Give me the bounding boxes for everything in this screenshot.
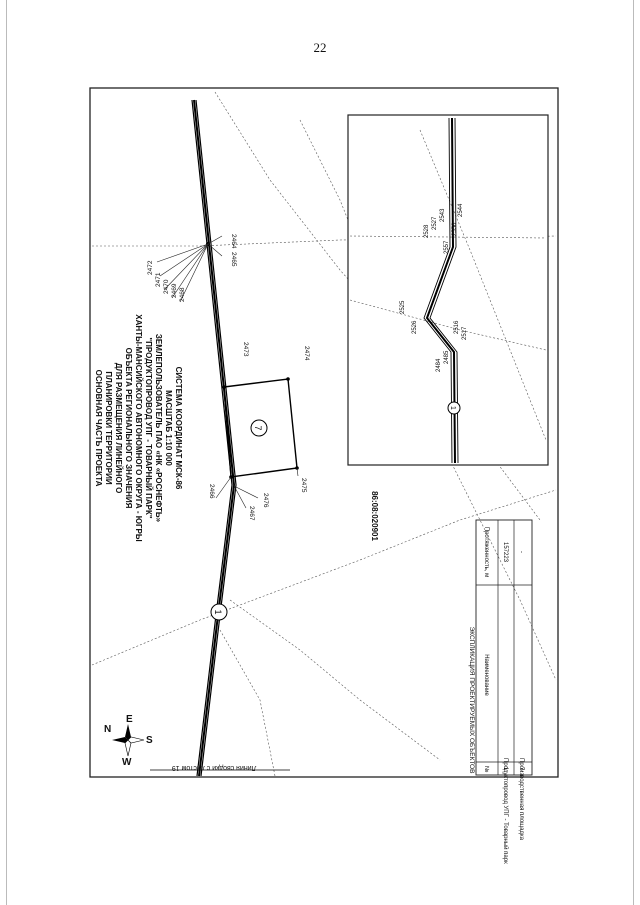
point-label: 2544 <box>458 203 464 217</box>
legend-header-length: Протяженность, м <box>483 527 489 578</box>
point-label: 2470 <box>163 279 170 294</box>
point-label: 2471 <box>155 272 162 287</box>
compass-east: E <box>126 714 133 725</box>
inset-point-labels: 2528 2527 2543 2544 2557 2556 2525 2526 … <box>400 203 468 372</box>
title-line: "ПРОДУКТОПРОВОД УПГ - ТОВАРНЫЙ ПАРК" <box>144 337 153 519</box>
scan-edge-right <box>633 0 634 905</box>
legend-header-name: Наименование <box>483 654 489 696</box>
point-label: 2466 <box>208 484 215 499</box>
site-vertices <box>206 242 299 479</box>
point-label: 2465 <box>230 252 237 267</box>
point-label: 2474 <box>303 346 310 361</box>
inset-object-1-marker <box>447 401 461 415</box>
map-title: ОСНОВНАЯ ЧАСТЬ ПРОЕКТА ПЛАНИРОВКИ ТЕРРИТ… <box>94 314 183 542</box>
legend-row-name: Производственная площадка <box>518 758 524 841</box>
point-label: 2557 <box>444 240 450 254</box>
point-label: 2476 <box>262 493 269 508</box>
point-label: 2475 <box>300 478 307 493</box>
title-line: ДЛЯ РАЗМЕЩЕНИЯ ЛИНЕЙНОГО <box>114 363 123 494</box>
object-1-label: 1 <box>213 609 223 614</box>
inset-object-1-label: 1 <box>449 406 456 410</box>
inset-context-lines <box>349 129 547 441</box>
title-line: ОСНОВНАЯ ЧАСТЬ ПРОЕКТА <box>94 370 103 487</box>
point-label: 2516 <box>454 320 460 334</box>
point-label: 2526 <box>412 320 418 334</box>
point-label: 2485 <box>444 350 450 364</box>
point-label: 2527 <box>432 216 438 230</box>
compass-west: W <box>122 757 132 768</box>
point-label: 2468 <box>179 287 186 302</box>
scan-edge-left <box>6 0 7 905</box>
title-line: ХАНТЫ-МАНСИЙСКОГО АВТОНОМНОГО ОКРУГА - Ю… <box>134 314 143 542</box>
legend-title: ЭКСПЛИКАЦИЯ ПРОЕКТИРУЕМЫХ ОБЪЕКТОВ <box>468 627 475 774</box>
cadastral-number: 86:08:020901 <box>370 491 379 541</box>
legend-table: ЭКСПЛИКАЦИЯ ПРОЕКТИРУЕМЫХ ОБЪЕКТОВ № Наи… <box>468 519 533 864</box>
point-label: 2472 <box>147 260 154 275</box>
track-line <box>229 599 441 761</box>
map-frame <box>89 87 559 778</box>
point-label: 2517 <box>462 326 468 340</box>
point-label: 2525 <box>400 300 406 314</box>
legend-header-num: № <box>483 766 490 772</box>
point-label: 2473 <box>242 342 249 357</box>
track-line <box>91 489 557 666</box>
compass-north: N <box>104 724 111 735</box>
legend-row-length: - <box>518 551 524 553</box>
track-line <box>219 629 276 777</box>
title-line: ЗЕМЛЕПОЛЬЗОВАТЕЛЬ ПАО «НК «РОСНЕФТЬ» <box>154 334 163 523</box>
inset-pipeline <box>423 117 459 464</box>
compass-south: S <box>146 735 153 746</box>
point-label: 2467 <box>248 506 255 521</box>
point-label: 2528 <box>424 224 430 238</box>
point-label: 2469 <box>171 283 178 298</box>
legend-row-num: 7 <box>518 767 524 771</box>
title-line: ПЛАНИРОВКИ ТЕРРИТОРИИ <box>104 371 113 484</box>
join-line-label: Линия сводки с листом 19 <box>172 764 257 771</box>
object-7-marker <box>250 419 268 437</box>
page-number: 22 <box>313 40 327 55</box>
legend-row-num: 1 <box>502 767 508 771</box>
point-label: 2543 <box>440 208 446 222</box>
object-1-marker <box>210 603 228 621</box>
point-label: 2484 <box>436 358 442 372</box>
point-label: 2464 <box>230 234 237 249</box>
leader-lines <box>156 235 299 509</box>
object-7-label: 7 <box>253 425 263 430</box>
point-label: 2556 <box>452 222 458 236</box>
compass-rose: N E W S <box>104 714 153 768</box>
legend-row-length: 157223 <box>502 542 508 563</box>
legend-row-name: Продуктопровод УПГ - Товарный парк <box>502 758 509 864</box>
inset-frame <box>347 114 549 466</box>
title-line: СИСТЕМА КООРДИНАТ МСК-86 <box>174 367 183 490</box>
title-line: ОБЪЕКТА РЕГИОНАЛЬНОГО ЗНАЧЕНИЯ <box>124 348 133 509</box>
title-line: МАСШТАБ 1:10 000 <box>164 390 173 466</box>
pipeline-corridor <box>191 99 237 777</box>
